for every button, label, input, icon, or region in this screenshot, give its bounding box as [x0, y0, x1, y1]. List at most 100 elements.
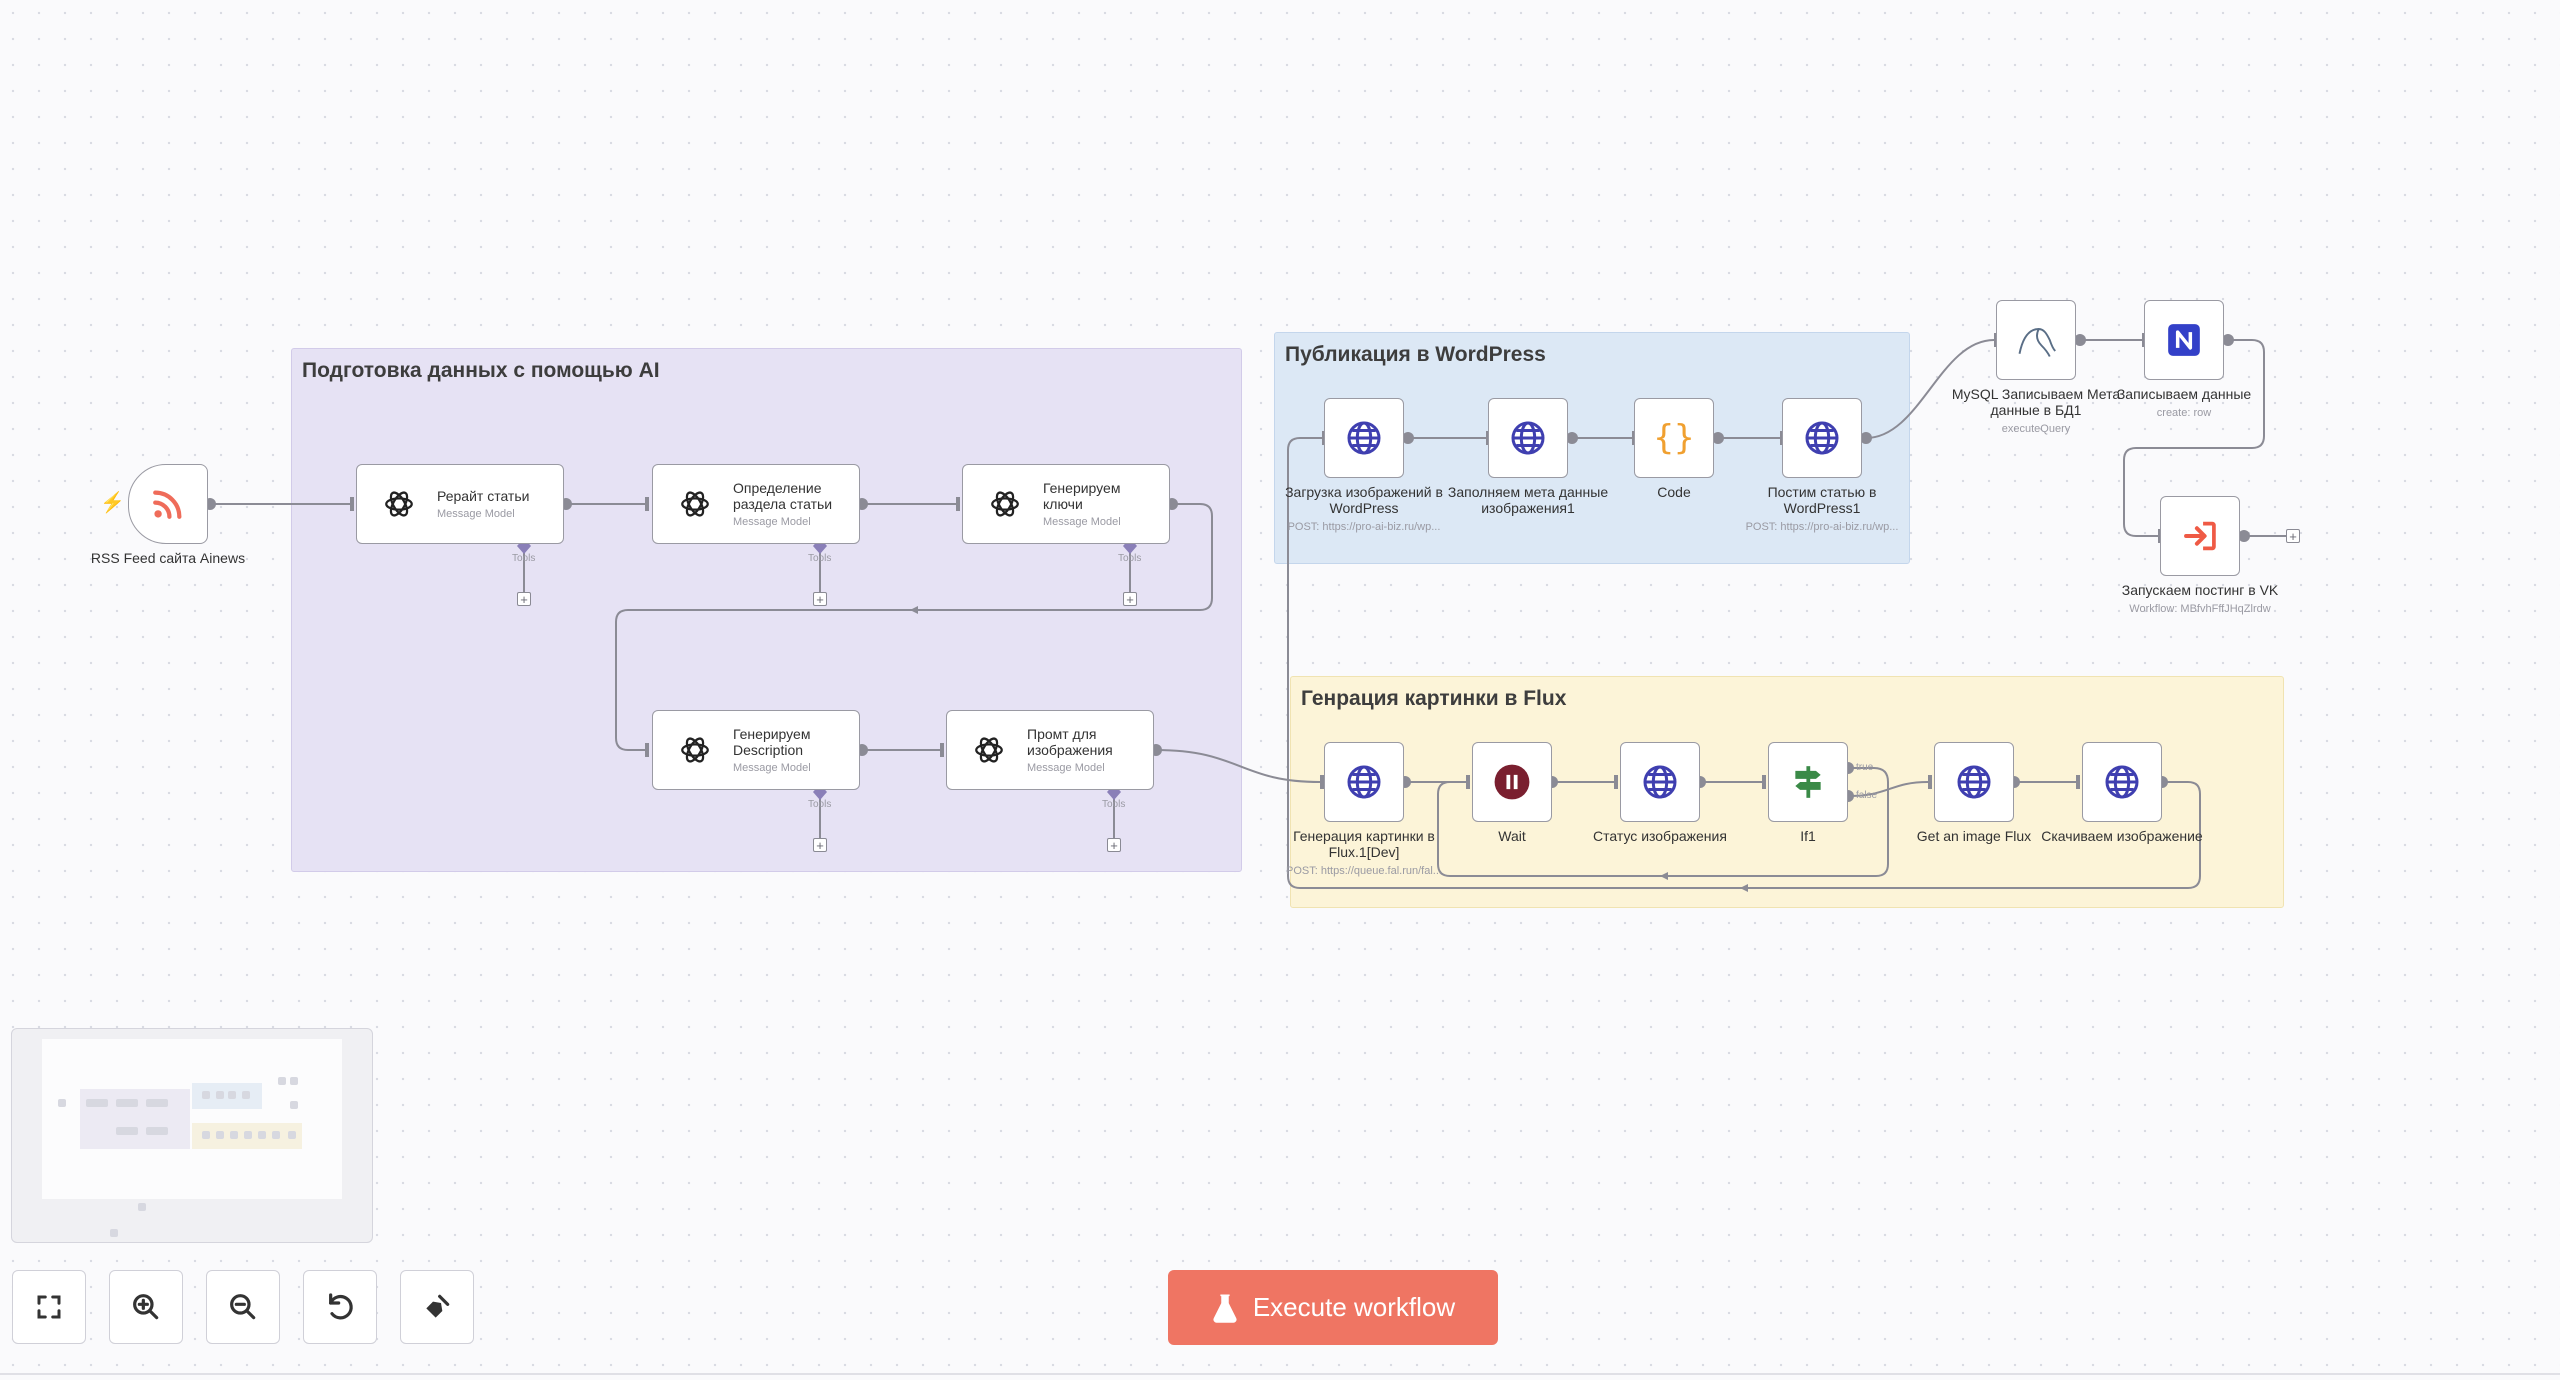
node-label: If1 [1800, 828, 1816, 844]
zoom-out-button[interactable] [206, 1270, 280, 1344]
add-tool-button[interactable]: + [1107, 838, 1121, 852]
node-subtitle: Message Model [437, 508, 515, 520]
bottom-divider [0, 1373, 2560, 1375]
globe-icon [1643, 765, 1677, 799]
sticky-ai-prep[interactable]: Подготовка данных с помощью AI [291, 348, 1242, 872]
signpost-icon [1795, 766, 1821, 798]
zoom-out-icon [230, 1294, 256, 1320]
node-mysql[interactable] [1996, 300, 2076, 380]
minimap-node [272, 1131, 280, 1139]
minimap-node [258, 1131, 266, 1139]
node-image-status[interactable] [1620, 742, 1700, 822]
node-fill-meta[interactable] [1488, 398, 1568, 478]
add-tool-button[interactable]: + [1123, 592, 1137, 606]
node-subtitle: Message Model [733, 516, 811, 528]
minimap-node [230, 1131, 238, 1139]
add-tool-button[interactable]: + [813, 592, 827, 606]
openai-icon [985, 484, 1025, 524]
node-get-image[interactable] [1934, 742, 2014, 822]
node-code[interactable]: {} [1634, 398, 1714, 478]
minimap-node [202, 1131, 210, 1139]
node-title: Рерайт статьи [437, 488, 530, 504]
node-subtitle: Message Model [1043, 516, 1121, 528]
zoom-to-fit-button[interactable] [12, 1270, 86, 1344]
node-label: Wait [1498, 828, 1526, 844]
minimap-node [116, 1099, 138, 1107]
minimap-node [146, 1099, 168, 1107]
zoom-in-icon [133, 1294, 159, 1320]
tools-port-label: Tools [1118, 553, 1142, 564]
node-download-image[interactable] [2082, 742, 2162, 822]
execute-workflow-label: Execute workflow [1252, 1292, 1456, 1322]
execute-workflow-icon [2184, 521, 2216, 551]
node-label: Get an image Flux [1916, 828, 2032, 844]
globe-icon [1347, 421, 1381, 455]
minimap[interactable] [11, 1028, 373, 1243]
minimap-node [288, 1131, 296, 1139]
reset-zoom-button[interactable] [303, 1270, 377, 1344]
node-notion[interactable] [2144, 300, 2224, 380]
code-braces-icon: {} [1653, 418, 1695, 458]
minimap-node [290, 1077, 298, 1085]
flask-icon [1213, 1293, 1237, 1323]
tidy-up-button[interactable] [400, 1270, 474, 1344]
add-node-button[interactable]: + [2286, 529, 2300, 543]
node-wait[interactable] [1472, 742, 1552, 822]
minimap-node [290, 1101, 298, 1109]
add-tool-button[interactable]: + [517, 592, 531, 606]
node-title: Промт для изображения [1027, 726, 1113, 758]
node-rss-trigger[interactable] [128, 464, 208, 544]
globe-icon [1347, 765, 1381, 799]
node-if[interactable] [1768, 742, 1848, 822]
minimap-node [242, 1091, 250, 1099]
minimap-node [244, 1131, 252, 1139]
notion-icon [2168, 324, 2200, 356]
if-false-label: false [1856, 790, 1878, 801]
openai-icon [969, 730, 1009, 770]
rss-icon [153, 490, 182, 519]
trigger-bolt-icon: ⚡ [100, 492, 125, 514]
openai-icon [379, 484, 419, 524]
node-subtitle: Message Model [1027, 762, 1105, 774]
minimap-node [216, 1091, 224, 1099]
add-tool-button[interactable]: + [813, 838, 827, 852]
minimap-node [278, 1077, 286, 1085]
minimap-node [202, 1091, 210, 1099]
node-subtitle: Message Model [733, 762, 811, 774]
node-post-article[interactable] [1782, 398, 1862, 478]
minimap-node [228, 1091, 236, 1099]
node-label: Code [1657, 484, 1691, 500]
mysql-dolphin-icon [2018, 328, 2056, 357]
fit-view-icon [37, 1295, 61, 1319]
node-flux-generate[interactable] [1324, 742, 1404, 822]
minimap-zone [80, 1089, 190, 1149]
openai-icon [675, 484, 715, 524]
tools-port-label: Tools [808, 553, 832, 564]
node-label: Статус изображения [1593, 828, 1727, 844]
pause-icon [1494, 764, 1530, 800]
minimap-viewport [42, 1039, 342, 1199]
minimap-node [138, 1203, 146, 1211]
minimap-node [216, 1131, 224, 1139]
zoom-in-button[interactable] [109, 1270, 183, 1344]
node-upload-images[interactable] [1324, 398, 1404, 478]
node-label: RSS Feed сайта Ainews [90, 550, 246, 566]
broom-icon [426, 1294, 450, 1318]
execute-workflow-button[interactable]: Execute workflow [1168, 1270, 1498, 1345]
globe-icon [1805, 421, 1839, 455]
node-label: Скачиваем изображение [2041, 828, 2203, 844]
node-vk[interactable] [2160, 496, 2240, 576]
if-true-label: true [1856, 762, 1874, 773]
tools-port-label: Tools [808, 799, 832, 810]
tools-port-label: Tools [512, 553, 536, 564]
